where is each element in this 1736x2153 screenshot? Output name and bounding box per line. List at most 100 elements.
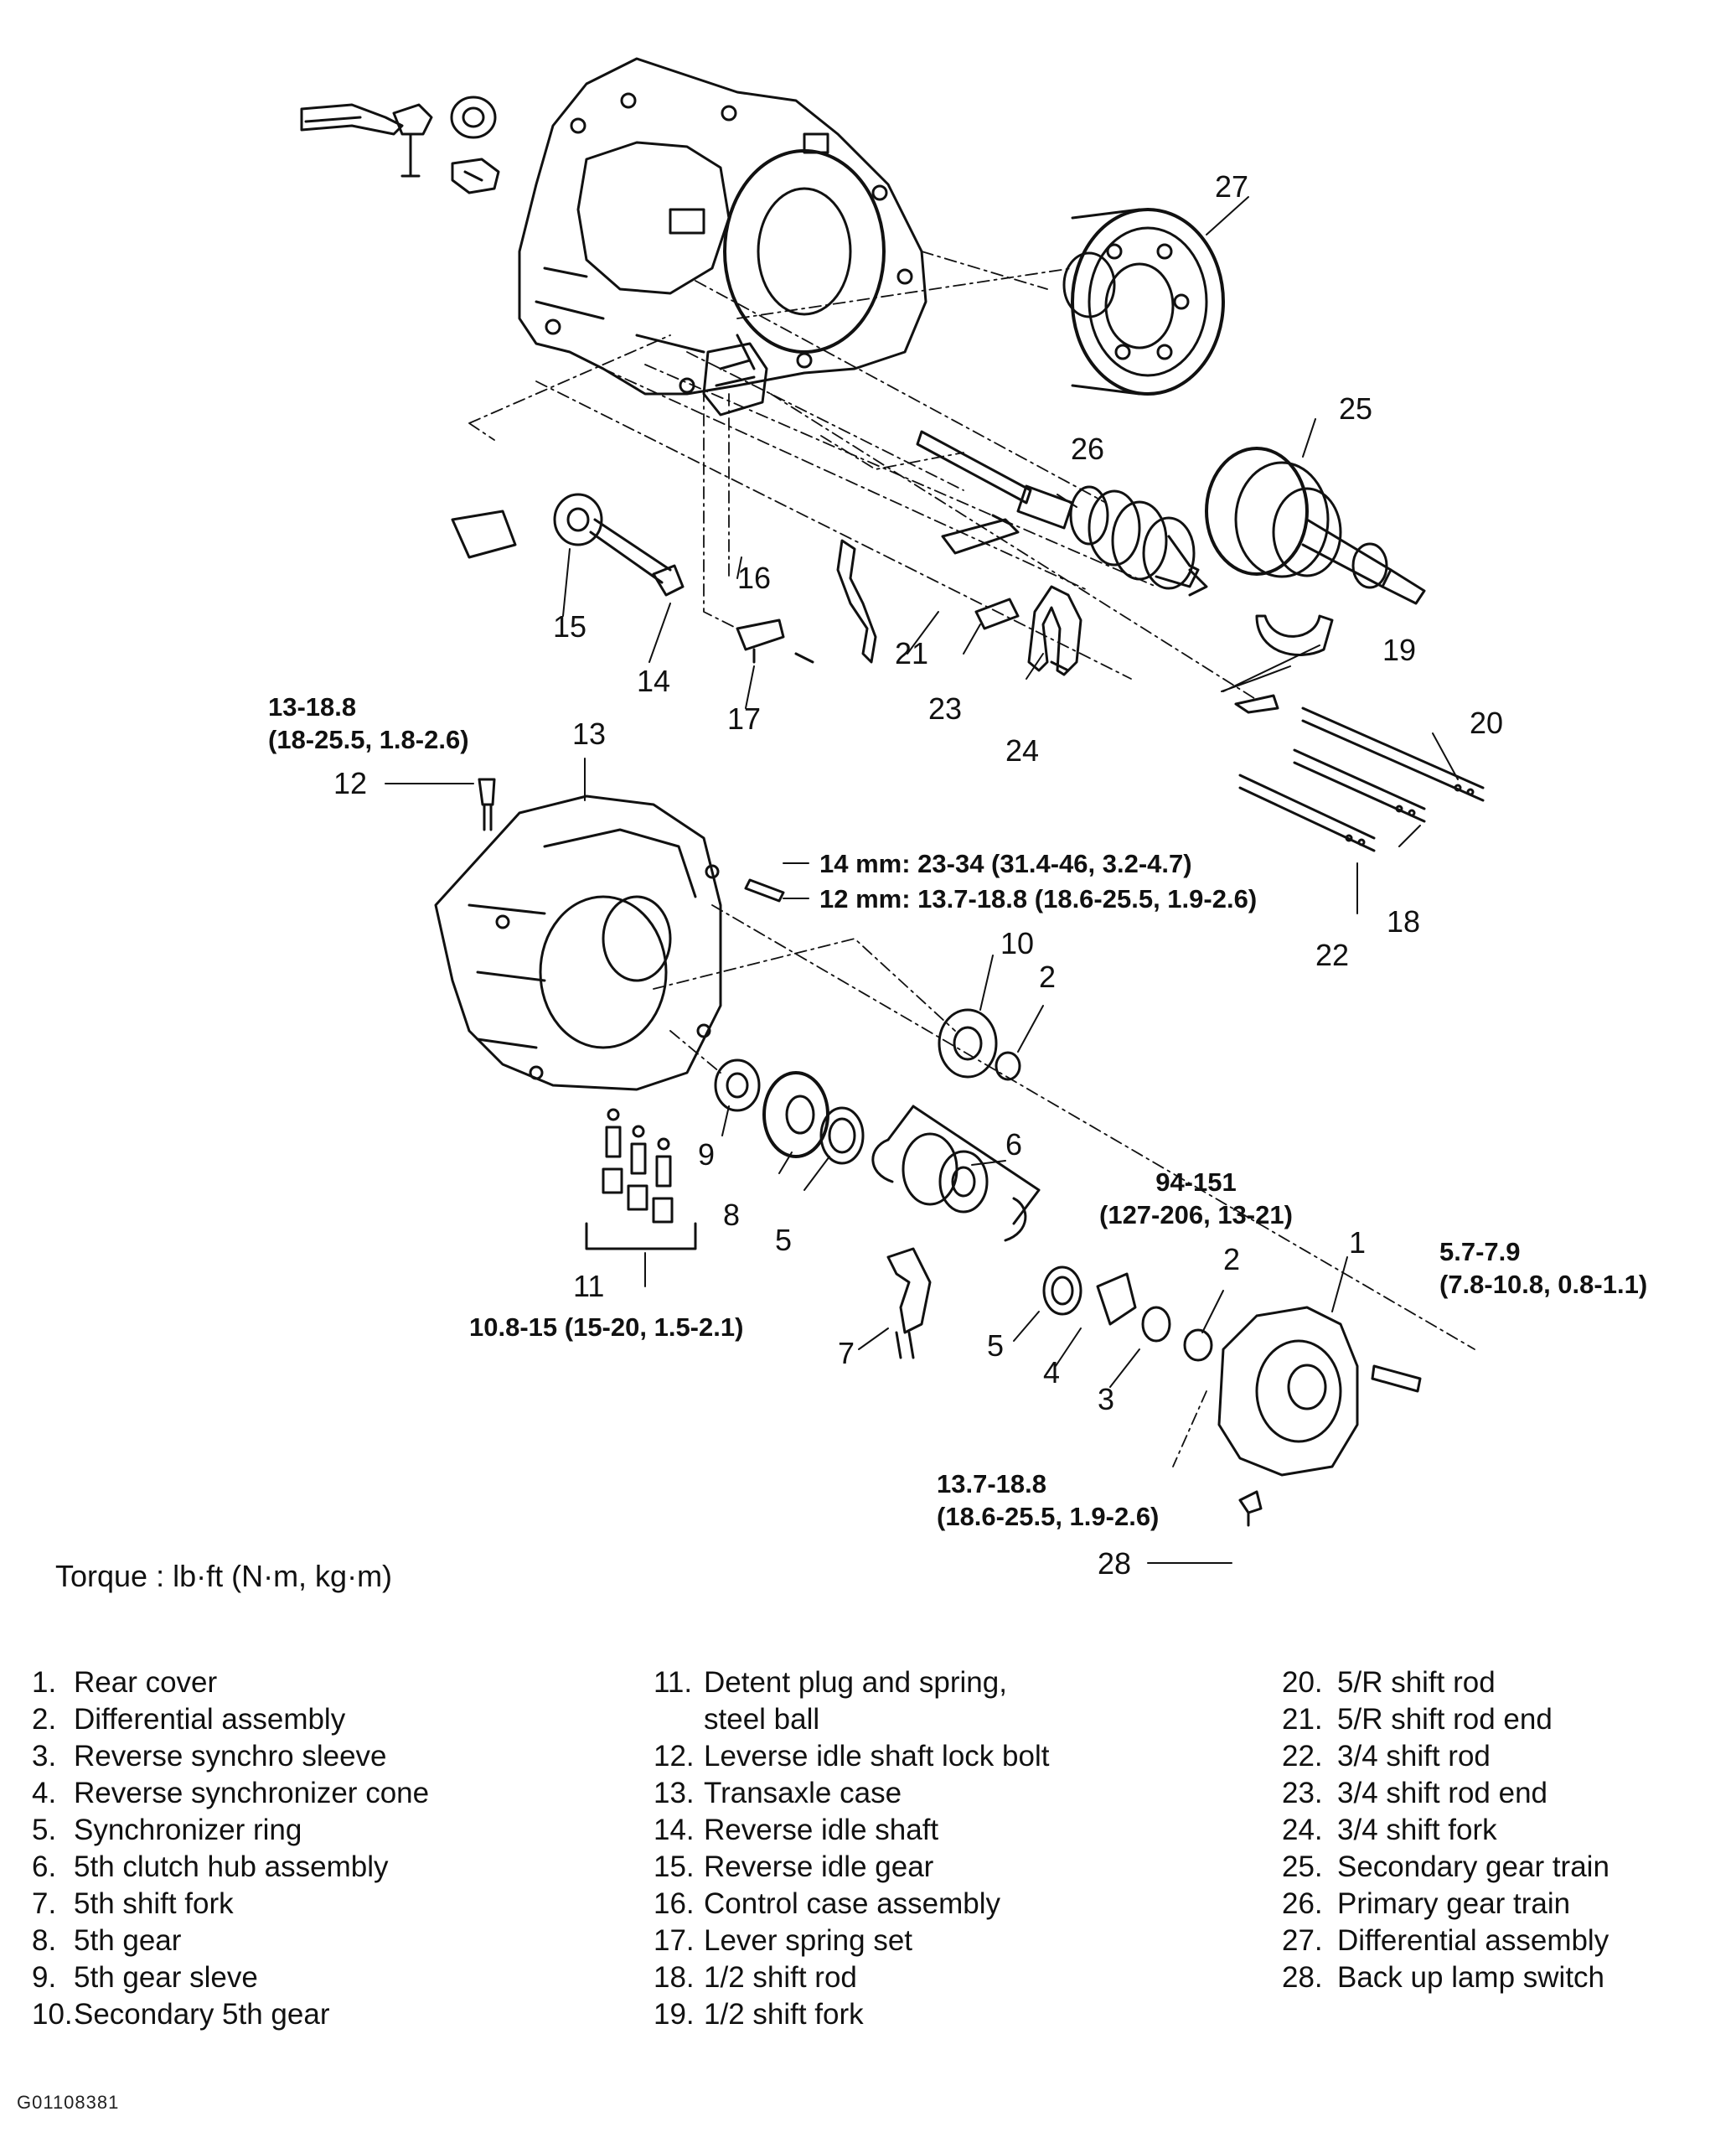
- legend-text: Reverse idle shaft: [704, 1814, 939, 1846]
- secondary-gear-train-25: [1205, 447, 1426, 605]
- legend-num: 24.: [1282, 1814, 1323, 1846]
- torque-cover-bolt-metric: (7.8-10.8, 0.8-1.1): [1439, 1269, 1648, 1299]
- callout-25: 25: [1339, 391, 1373, 426]
- legend-num: 17.: [654, 1924, 695, 1957]
- torque-units-key: Torque : lb·ft (N·m, kg·m): [55, 1559, 393, 1593]
- legend-column-1: 1.Rear cover 2.Differential assembly 3.R…: [32, 1664, 429, 2033]
- legend-num: 28.: [1282, 1961, 1323, 1994]
- legend-item: 17. Lever spring set: [654, 1923, 1049, 1959]
- legend-text: Secondary gear train: [1337, 1850, 1609, 1883]
- legend-item: 21. 5/R shift rod end: [1282, 1701, 1609, 1738]
- legend-item: 10.Secondary 5th gear: [32, 1996, 429, 2033]
- legend-num: 23.: [1282, 1777, 1323, 1809]
- release-fork-parts: [300, 96, 500, 194]
- legend-num: [654, 1701, 704, 1738]
- rear-cover-1: [1217, 1306, 1422, 1527]
- reverse-idle-parts: [451, 493, 685, 597]
- legend-num: 4.: [32, 1777, 57, 1809]
- callout-16: 16: [737, 561, 772, 595]
- torque-lock-bolt: 13-18.8 (18-25.5, 1.8-2.6): [268, 691, 469, 757]
- callout-7: 7: [838, 1336, 855, 1370]
- legend-item: 22.3/4 shift rod: [1282, 1738, 1609, 1775]
- clutch-housing: [518, 57, 927, 396]
- legend-text: Detent plug and spring,: [704, 1666, 1007, 1699]
- callout-18: 18: [1387, 904, 1421, 939]
- callout-19: 19: [1382, 633, 1417, 667]
- callout-3: 3: [1098, 1382, 1115, 1416]
- leader-lines: [385, 196, 1459, 1564]
- legend-num: 3.: [32, 1740, 57, 1773]
- legend-item: 28.Back up lamp switch: [1282, 1959, 1609, 1996]
- legend-num: 6.: [32, 1850, 57, 1883]
- legend-text: 3/4 shift fork: [1337, 1814, 1497, 1846]
- legend-item: 27.Differential assembly: [1282, 1923, 1609, 1959]
- fifth-gear-components: [714, 1008, 1041, 1242]
- legend-num: 8.: [32, 1924, 57, 1957]
- legend-item: 3. Reverse synchro sleeve: [32, 1738, 429, 1775]
- legend-item: 14.Reverse idle shaft: [654, 1812, 1049, 1849]
- legend-item: 4.Reverse synchronizer cone: [32, 1775, 429, 1812]
- alignment-lines: [468, 251, 1475, 1467]
- torque-lock-bolt-lbft: 13-18.8: [268, 692, 357, 722]
- legend-num: 25.: [1282, 1850, 1323, 1883]
- torque-case-12mm: 12 mm: 13.7-18.8 (18.6-25.5, 1.9-2.6): [819, 884, 1258, 913]
- callout-27: 27: [1215, 169, 1249, 204]
- legend-text: 1/2 shift rod: [704, 1961, 857, 1994]
- legend-num: 10.: [32, 1998, 73, 2031]
- callout-22: 22: [1315, 938, 1350, 972]
- legend-num: 13.: [654, 1777, 695, 1809]
- legend-text: Differential assembly: [1337, 1924, 1609, 1957]
- callout-20: 20: [1470, 706, 1504, 740]
- legend-num: 15.: [654, 1850, 695, 1883]
- legend-text: Reverse idle gear: [704, 1850, 934, 1883]
- legend-item: 11.Detent plug and spring,: [654, 1664, 1049, 1701]
- callout-17: 17: [727, 701, 762, 736]
- legend-item: 23.3/4 shift rod end: [1282, 1775, 1609, 1812]
- torque-cover-bolt: 5.7-7.9 (7.8-10.8, 0.8-1.1): [1439, 1236, 1647, 1302]
- legend-item: 18. 1/2 shift rod: [654, 1959, 1049, 1996]
- legend-num: 1.: [32, 1666, 57, 1699]
- torque-case-14mm: 14 mm: 23-34 (31.4-46, 3.2-4.7): [819, 849, 1192, 878]
- torque-switch-lbft: 13.7-18.8: [937, 1469, 1046, 1498]
- torque-switch: 13.7-18.8 (18.6-25.5, 1.9-2.6): [937, 1468, 1159, 1534]
- legend-text: Reverse synchro sleeve: [74, 1740, 387, 1773]
- callout-11: 11: [573, 1269, 605, 1303]
- legend-num: 12.: [654, 1740, 695, 1773]
- callout-26: 26: [1071, 432, 1105, 466]
- callout-28: 28: [1098, 1546, 1132, 1581]
- torque-case-bolts: 14 mm: 23-34 (31.4-46, 3.2-4.7) 12 mm: 1…: [819, 846, 1257, 917]
- callout-5-right: 5: [987, 1328, 1005, 1363]
- legend-text: 5/R shift rod end: [1337, 1703, 1553, 1736]
- legend-item: 12.Leverse idle shaft lock bolt: [654, 1738, 1049, 1775]
- shift-forks-and-rods: [941, 514, 1485, 852]
- legend-num: 21.: [1282, 1703, 1323, 1736]
- control-case-16: [702, 342, 877, 664]
- legend-item: 25. Secondary gear train: [1282, 1849, 1609, 1886]
- transaxle-case-13: [434, 778, 785, 1091]
- legend-item: 16.Control case assembly: [654, 1886, 1049, 1923]
- legend-text: Primary gear train: [1337, 1887, 1571, 1920]
- legend-text: 5/R shift rod: [1337, 1666, 1496, 1699]
- exploded-transaxle-diagram: [300, 57, 1485, 1564]
- torque-cover-bolt-lbft: 5.7-7.9: [1439, 1237, 1521, 1266]
- differential-assembly-27: [1062, 208, 1225, 396]
- callout-2-bottom: 2: [1223, 1242, 1241, 1276]
- legend-text: Lever spring set: [704, 1924, 913, 1957]
- legend-text: Rear cover: [74, 1666, 218, 1699]
- callout-8: 8: [723, 1198, 741, 1232]
- callout-12: 12: [333, 766, 368, 800]
- callout-14: 14: [637, 664, 671, 698]
- legend-item: 8.5th gear: [32, 1923, 429, 1959]
- torque-locknut-lbft: 94-151: [1155, 1167, 1237, 1197]
- callout-13: 13: [572, 717, 607, 751]
- legend-item: 9.5th gear sleve: [32, 1959, 429, 1996]
- legend-text: Transaxle case: [704, 1777, 902, 1809]
- callout-15: 15: [553, 609, 587, 644]
- legend-item: 5.Synchronizer ring: [32, 1812, 429, 1849]
- torque-switch-metric: (18.6-25.5, 1.9-2.6): [937, 1501, 1160, 1531]
- callout-10: 10: [1000, 926, 1035, 960]
- legend-num: 20.: [1282, 1666, 1323, 1699]
- legend-num: 18.: [654, 1961, 695, 1994]
- legend-text: steel ball: [704, 1703, 820, 1736]
- torque-detent: 10.8-15 (15-20, 1.5-2.1): [469, 1312, 744, 1342]
